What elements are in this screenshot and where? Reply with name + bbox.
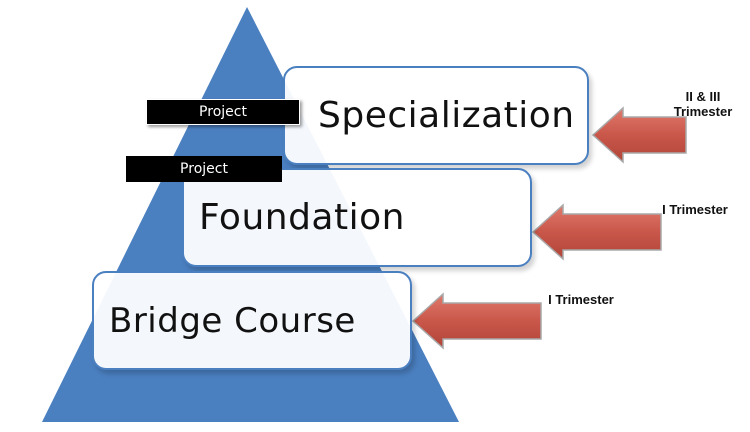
project-tag: Project — [146, 99, 300, 125]
trimester-label-specialization: II & III Trimester — [664, 89, 742, 119]
project-tag: Project — [126, 156, 282, 182]
trimester-line: Trimester — [673, 104, 733, 119]
trimester-line: II & III — [685, 89, 721, 104]
level-label-foundation: Foundation — [199, 197, 405, 238]
level-box-bridge-course: Bridge Course — [92, 271, 412, 370]
trimester-line: I Trimester — [662, 202, 728, 217]
level-box-specialization: Specialization — [283, 66, 589, 165]
level-label-bridge-course: Bridge Course — [109, 300, 356, 341]
level-box-foundation: Foundation — [182, 168, 532, 267]
level-label-specialization: Specialization — [318, 95, 575, 136]
arrow-bridge-course — [411, 292, 542, 350]
arrow-specialization — [591, 106, 687, 164]
trimester-label-bridge-course: I Trimester — [536, 292, 626, 307]
arrow-foundation — [531, 203, 662, 261]
trimester-line: I Trimester — [548, 292, 614, 307]
trimester-label-foundation: I Trimester — [650, 202, 740, 217]
